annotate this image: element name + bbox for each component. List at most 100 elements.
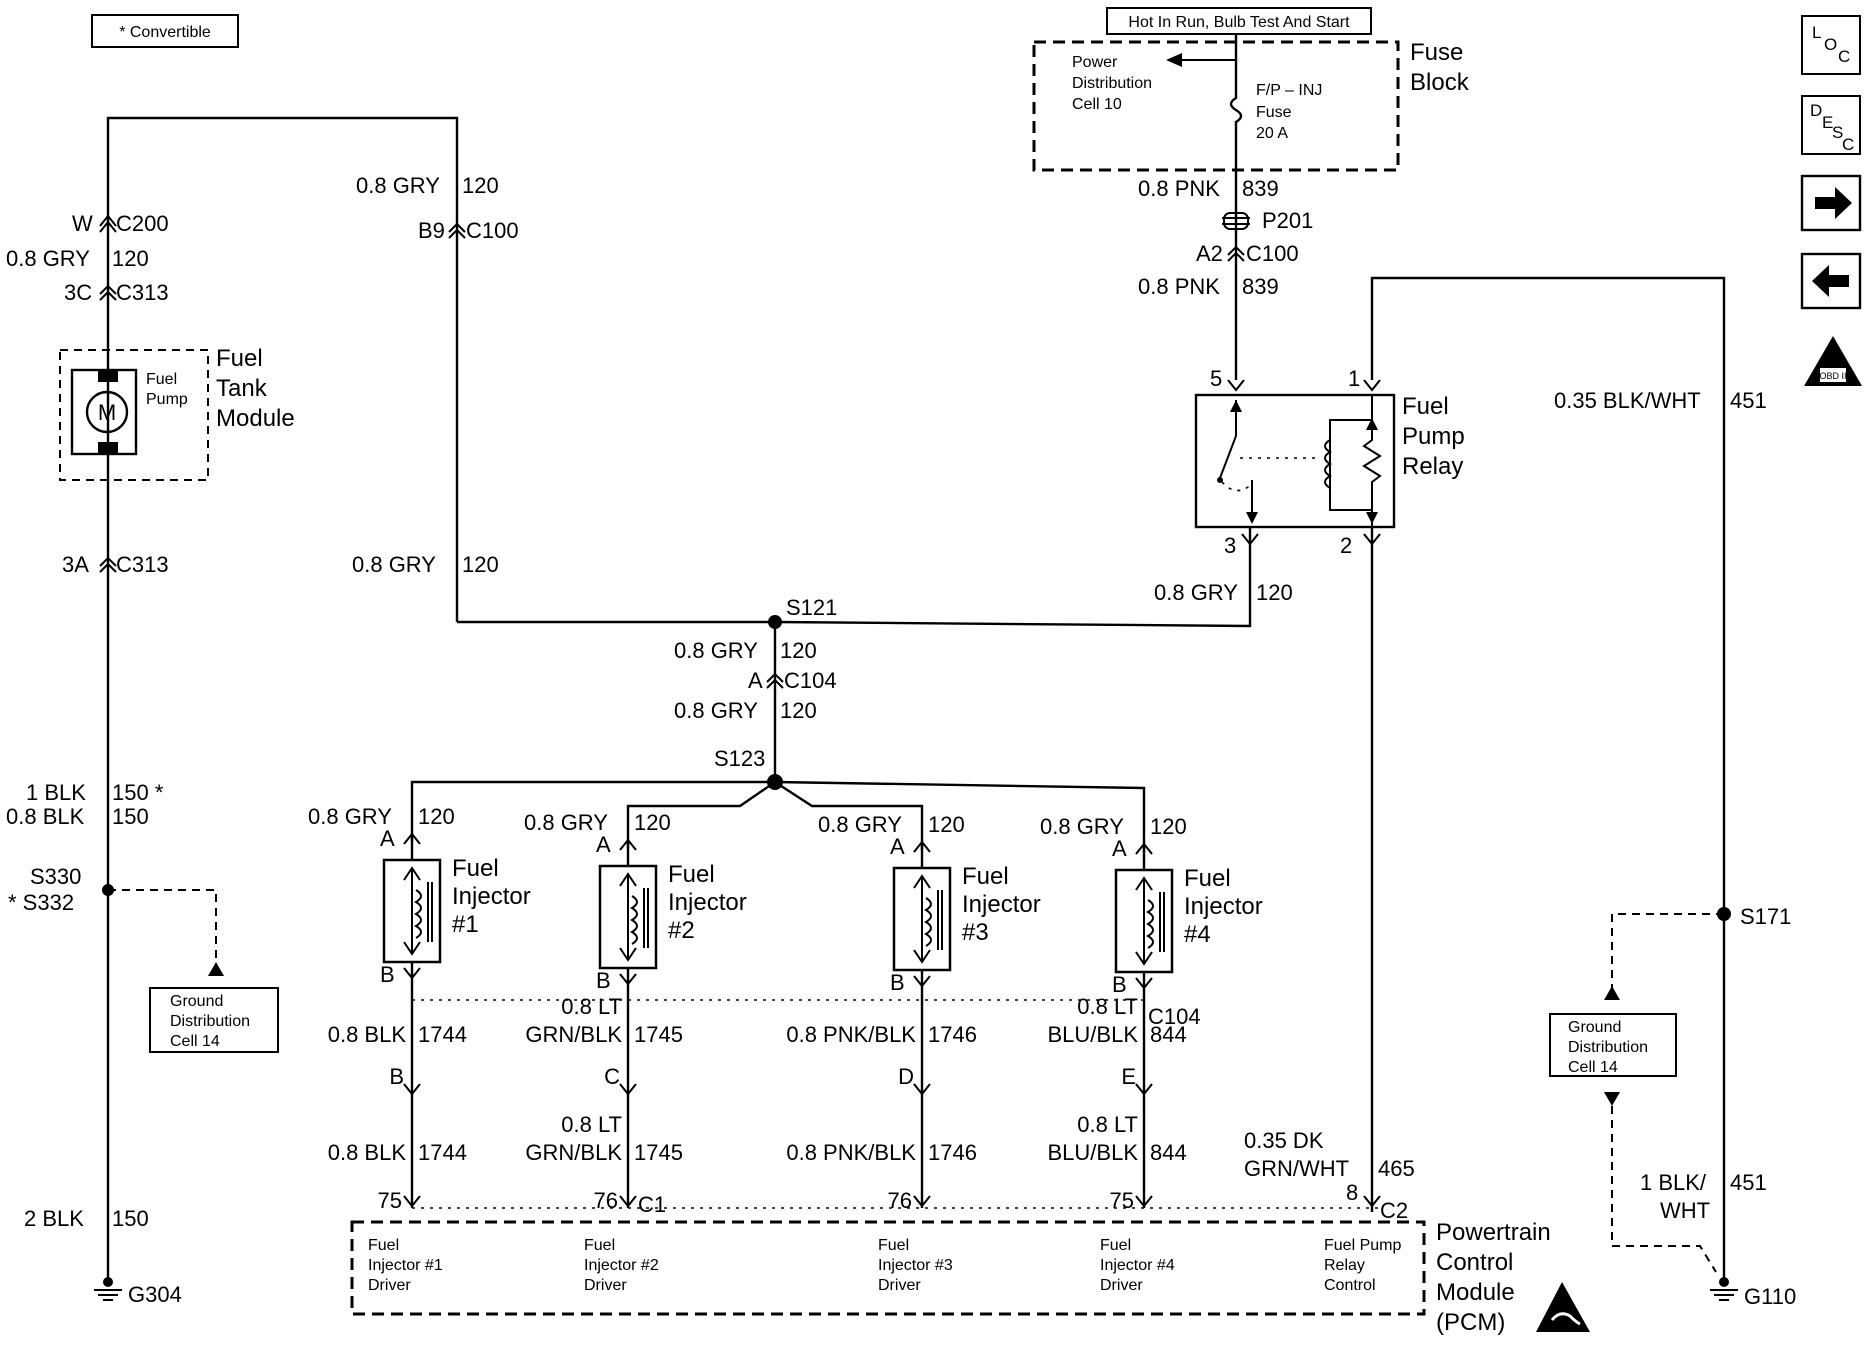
- label: Fuel: [368, 1237, 399, 1254]
- svg-text:0.8 GRY: 0.8 GRY: [674, 698, 758, 723]
- svg-text:0.8 GRY: 0.8 GRY: [1154, 580, 1238, 605]
- feed-circuit: 0.8 GRY 120 B9 C100 0.8 GRY 120 S121 0.8…: [352, 173, 1252, 790]
- label: BLU/BLK: [1048, 1140, 1139, 1165]
- label: C: [604, 1064, 620, 1089]
- svg-text:0.8 GRY: 0.8 GRY: [6, 246, 90, 271]
- svg-text:150 *: 150 *: [112, 780, 164, 805]
- svg-text:120: 120: [112, 246, 149, 271]
- esd-warning-icon: [1536, 1282, 1590, 1332]
- label: B: [890, 970, 905, 995]
- svg-text:150: 150: [112, 1206, 149, 1231]
- svg-text:3: 3: [1224, 533, 1236, 558]
- svg-text:OBD II: OBD II: [1819, 371, 1846, 381]
- label: B: [596, 968, 611, 993]
- svg-text:(PCM): (PCM): [1436, 1309, 1505, 1336]
- label: Injector #3: [878, 1257, 953, 1274]
- svg-text:A2: A2: [1196, 241, 1223, 266]
- label: 1746: [928, 1022, 977, 1047]
- svg-text:Cell 14: Cell 14: [170, 1033, 220, 1050]
- resistor-icon: [1362, 420, 1382, 510]
- svg-text:Control: Control: [1324, 1277, 1376, 1294]
- svg-text:* Convertible: * Convertible: [119, 24, 211, 41]
- svg-text:0.35 DK: 0.35 DK: [1244, 1128, 1324, 1153]
- label: D: [898, 1064, 914, 1089]
- next-arrow-icon[interactable]: [1800, 174, 1862, 232]
- svg-text:C100: C100: [1246, 241, 1299, 266]
- svg-text:120: 120: [1256, 580, 1293, 605]
- svg-text:O: O: [1824, 35, 1837, 54]
- svg-text:Ground: Ground: [170, 993, 223, 1010]
- label: 0.8 PNK/BLK: [786, 1140, 916, 1165]
- label: 1744: [418, 1140, 467, 1165]
- solenoid-coil-icon: [414, 889, 422, 939]
- obd-ii-icon[interactable]: OBD II: [1804, 336, 1862, 386]
- label: Fuel: [1184, 865, 1231, 892]
- label: 75: [378, 1188, 402, 1213]
- svg-text:C104: C104: [784, 668, 837, 693]
- label: 0.8 GRY: [308, 804, 392, 829]
- label: A: [380, 826, 395, 851]
- svg-text:Cell 10: Cell 10: [1072, 96, 1122, 113]
- svg-text:0.8 PNK: 0.8 PNK: [1138, 274, 1220, 299]
- svg-text:Distribution: Distribution: [1568, 1039, 1648, 1056]
- label: 0.8 LT: [561, 994, 622, 1019]
- svg-text:1 BLK: 1 BLK: [26, 780, 86, 805]
- svg-text:Control: Control: [1436, 1249, 1513, 1276]
- svg-text:Pump: Pump: [146, 391, 188, 408]
- svg-text:C2: C2: [1380, 1198, 1408, 1223]
- svg-text:Cell 14: Cell 14: [1568, 1059, 1618, 1076]
- label: #3: [962, 919, 989, 946]
- svg-text:* S332: * S332: [8, 890, 74, 915]
- loc-icon[interactable]: LOC: [1801, 15, 1861, 75]
- power-condition-note: Hot In Run, Bulb Test And Start: [1106, 7, 1372, 35]
- svg-text:L: L: [1812, 23, 1821, 42]
- relay-coil-icon: [1324, 439, 1332, 489]
- solenoid-coil-icon: [630, 895, 638, 945]
- svg-text:C313: C313: [116, 552, 169, 577]
- svg-text:1: 1: [1348, 366, 1360, 391]
- svg-text:Module: Module: [216, 405, 295, 432]
- label: 120: [1150, 814, 1187, 839]
- svg-text:120: 120: [780, 698, 817, 723]
- svg-text:C1: C1: [638, 1192, 666, 1217]
- svg-text:0.8 GRY: 0.8 GRY: [356, 173, 440, 198]
- label: 844: [1150, 1022, 1187, 1047]
- label: Driver: [584, 1277, 627, 1294]
- svg-text:C313: C313: [116, 280, 169, 305]
- svg-text:2 BLK: 2 BLK: [24, 1206, 84, 1231]
- label: A: [596, 832, 611, 857]
- svg-text:GRN/WHT: GRN/WHT: [1244, 1156, 1349, 1181]
- svg-text:Pump: Pump: [1402, 423, 1465, 450]
- svg-text:2: 2: [1340, 533, 1352, 558]
- svg-text:5: 5: [1210, 366, 1222, 391]
- svg-text:451: 451: [1730, 388, 1767, 413]
- svg-text:120: 120: [462, 173, 499, 198]
- label: Injector: [1184, 893, 1263, 920]
- svg-text:F/P – INJ: F/P – INJ: [1256, 82, 1322, 99]
- svg-text:G110: G110: [1744, 1284, 1796, 1309]
- back-arrow-icon[interactable]: [1800, 252, 1862, 310]
- svg-text:W: W: [72, 211, 93, 236]
- svg-text:G304: G304: [128, 1282, 182, 1307]
- label: 76: [594, 1188, 618, 1213]
- svg-text:Fuel: Fuel: [1402, 393, 1449, 420]
- label: E: [1121, 1064, 1136, 1089]
- svg-text:0.35 BLK/WHT: 0.35 BLK/WHT: [1554, 388, 1701, 413]
- label: 0.8 GRY: [1040, 814, 1124, 839]
- svg-text:S330: S330: [30, 864, 81, 889]
- label: 76: [888, 1188, 912, 1213]
- label: 844: [1150, 1140, 1187, 1165]
- svg-text:Distribution: Distribution: [1072, 75, 1152, 92]
- fuel-pump-relay: 5 1 Fuel Pump Relay 3 2 0.8 GRY 120 0.35…: [1154, 366, 1465, 1212]
- svg-text:Powertrain: Powertrain: [1436, 1219, 1551, 1246]
- pcm: C104 C1 8 C2 Fuel Pump Relay Control Pow…: [350, 1004, 1590, 1336]
- fuel-pump-circuit: W C200 0.8 GRY 120 3C C313 M Fuel Pump F…: [6, 116, 459, 1307]
- svg-text:839: 839: [1242, 274, 1279, 299]
- label: B: [380, 962, 395, 987]
- ground-g304-icon: [94, 1277, 122, 1301]
- svg-text:S: S: [1832, 123, 1843, 142]
